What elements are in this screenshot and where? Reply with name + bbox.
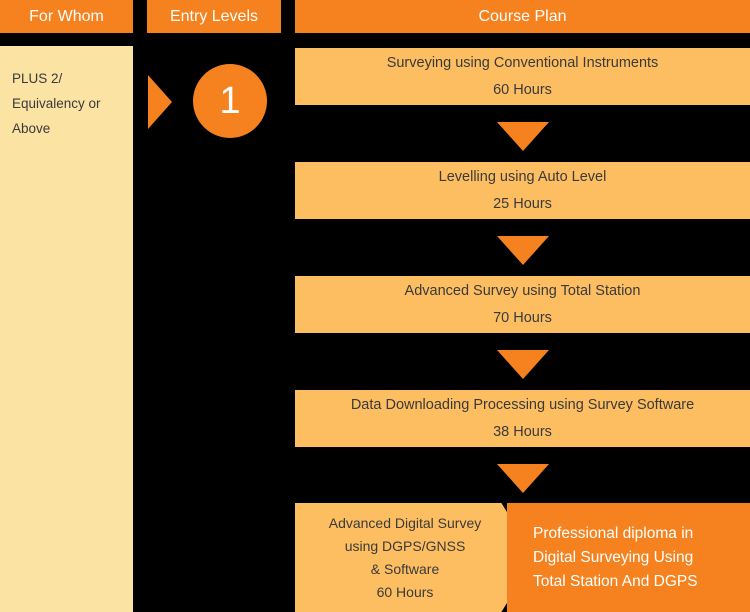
right-triangle-icon [148,75,172,129]
course-final-step-hours: 60 Hours [376,584,434,600]
diploma-outcome-line: Professional diploma in [533,525,694,542]
course-final-step-line: & Software [370,561,440,577]
down-triangle-icon [497,236,549,265]
course-step-title: Data Downloading Processing using Survey… [350,397,695,413]
column-header-for-whom: For Whom [0,0,133,33]
diploma-outcome-box: Professional diploma in Digital Surveyin… [507,503,750,612]
course-final-step-line: using DGPS/GNSS [344,538,466,554]
course-step-box: Advanced Survey using Total Station 70 H… [295,276,750,333]
down-triangle-icon [497,122,549,151]
course-step-title: Advanced Survey using Total Station [404,283,641,299]
column-header-entry-levels: Entry Levels [147,0,281,33]
course-final-step-box: Advanced Digital Survey using DGPS/GNSS … [295,503,535,612]
course-step-box: Levelling using Auto Level 25 Hours [295,162,750,219]
diploma-outcome-line: Total Station And DGPS [533,573,698,590]
final-step-row: Advanced Digital Survey using DGPS/GNSS … [295,503,750,612]
for-whom-panel: PLUS 2/ Equivalency or Above [0,46,133,612]
course-step-hours: 38 Hours [493,424,552,440]
course-step-box: Data Downloading Processing using Survey… [295,390,750,447]
down-triangle-icon [497,350,549,379]
down-triangle-icon [497,464,549,493]
column-header-course-plan: Course Plan [295,0,750,33]
for-whom-eligibility-text: PLUS 2/ Equivalency or Above [12,71,101,136]
course-final-step-line: Advanced Digital Survey [328,515,482,531]
course-step-hours: 25 Hours [493,196,552,212]
course-step-title: Levelling using Auto Level [438,169,607,185]
course-step-hours: 60 Hours [493,82,552,98]
diploma-outcome-line: Digital Surveying Using [533,549,694,566]
entry-level-badge: 1 [193,64,267,138]
course-step-title: Surveying using Conventional Instruments [386,55,659,71]
course-step-hours: 70 Hours [493,310,552,326]
course-step-box: Surveying using Conventional Instruments… [295,48,750,105]
